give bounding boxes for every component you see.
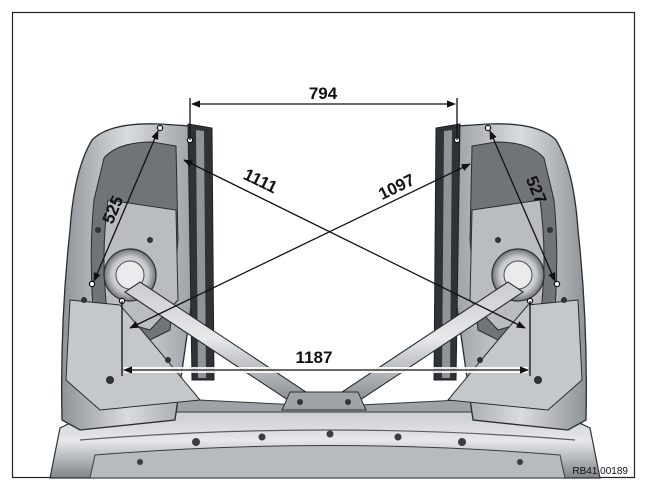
dimension-lines — [93, 98, 556, 376]
cross-member-flange — [89, 445, 566, 479]
figure-reference-code: RB41 00189 — [572, 466, 628, 477]
point-right-top-arch — [484, 124, 492, 132]
brace-bolt-right — [345, 399, 351, 405]
strut-brace-center-bracket — [281, 391, 367, 411]
label-1187: 1187 — [296, 348, 333, 367]
measurement-points — [88, 124, 561, 305]
label-1187-backing — [288, 348, 340, 366]
point-left-arch-lower — [88, 280, 96, 288]
brace-bolt-left — [297, 399, 303, 405]
cross-member-lower-edge — [79, 429, 576, 441]
dim-527-line — [489, 130, 556, 282]
dim-525-line — [93, 130, 159, 282]
right-lower-rail — [447, 299, 583, 411]
point-left-top-arch — [156, 124, 164, 132]
label-794: 794 — [309, 84, 338, 103]
dim-1097-line — [129, 163, 471, 329]
left-lower-rail — [65, 299, 201, 411]
cross-member-holes — [137, 430, 523, 465]
point-right-arch-lower — [553, 280, 561, 288]
